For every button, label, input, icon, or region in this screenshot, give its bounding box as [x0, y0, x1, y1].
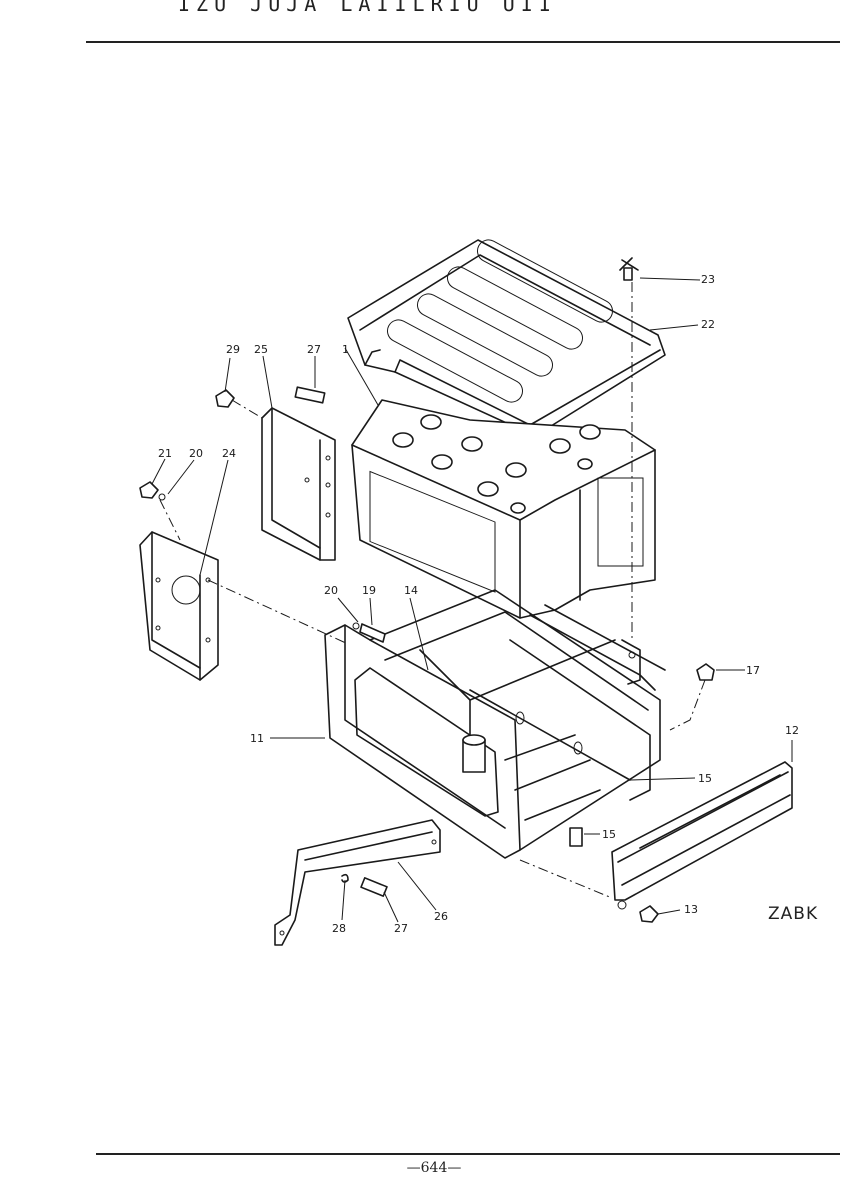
battery-tray-11: [324, 589, 666, 859]
callout-labels: 23 22 29 25 27 1 21 20 24 20 19 14 17 11…: [158, 273, 799, 935]
diagram-code: ZABK: [768, 904, 819, 924]
callout-13: 13: [684, 903, 698, 916]
callout-29: 29: [226, 343, 240, 356]
hardware: [139, 257, 715, 923]
callout-11: 11: [250, 732, 264, 745]
callout-28: 28: [332, 922, 346, 935]
page-number: —644—: [406, 1160, 462, 1176]
side-bracket-24: [139, 531, 219, 681]
callout-21: 21: [158, 447, 172, 460]
callout-17: 17: [746, 664, 760, 677]
callout-23: 23: [701, 273, 715, 286]
callout-19: 19: [362, 584, 376, 597]
callout-15: 15: [698, 772, 712, 785]
stay-bracket-26: [274, 819, 441, 946]
callout-14: 14: [404, 584, 418, 597]
header-title-fragment: IZU JUJA LAIILRIU UII: [178, 0, 557, 16]
battery-caps: [392, 414, 601, 514]
callout-26: 26: [434, 910, 448, 923]
leader-lines: [151, 277, 793, 923]
battery-bracket-25: [261, 407, 336, 561]
battery-cover: [347, 239, 666, 437]
callout-1: 1: [342, 343, 349, 356]
callout-20-lower: 20: [324, 584, 338, 597]
callout-22: 22: [701, 318, 715, 331]
callout-20: 20: [189, 447, 203, 460]
callout-27: 27: [307, 343, 321, 356]
battery-pair: [351, 399, 656, 619]
footer-rule: [96, 1153, 840, 1155]
callout-12: 12: [785, 724, 799, 737]
callout-15-lower: 15: [602, 828, 616, 841]
callout-25: 25: [254, 343, 268, 356]
header-rule: [86, 41, 840, 43]
callout-27-lower: 27: [394, 922, 408, 935]
mounting-rail-12: [611, 761, 793, 910]
callout-24: 24: [222, 447, 236, 460]
